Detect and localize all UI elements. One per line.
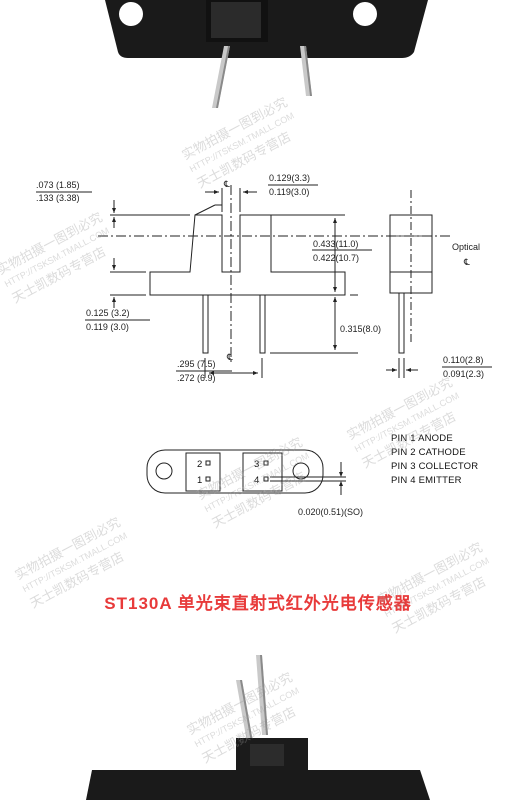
dim-pad: 0.020(0.51)(SO) xyxy=(298,507,363,517)
optical-label: Optical xyxy=(452,242,480,252)
dim-slot-a: 0.129(3.3) xyxy=(269,173,310,183)
pin-digit-3: 3 xyxy=(254,459,259,470)
dimension-labels: .073 (1.85) .133 (3.38) 0.129(3.3) 0.119… xyxy=(36,173,484,383)
pin-digit-4: 4 xyxy=(254,475,259,486)
side-view-drawing xyxy=(36,184,492,378)
dim-body-height-a: 0.433(11.0) xyxy=(313,239,358,249)
product-photo-top xyxy=(105,0,428,108)
dim-lead-length: 0.315(8.0) xyxy=(340,324,381,334)
product-caption: ST130A 单光束直射式红外光电传感器 xyxy=(104,593,411,613)
pin-3-label: PIN 3 COLLECTOR xyxy=(391,461,478,472)
dim-base-b: 0.119 (3.0) xyxy=(86,322,129,332)
product-photo-bottom xyxy=(86,655,430,800)
pin-4-label: PIN 4 EMITTER xyxy=(391,475,462,486)
dim-lead-width-b: 0.091(2.3) xyxy=(443,369,484,379)
pin-legend: PIN 1 ANODE PIN 2 CATHODE PIN 3 COLLECTO… xyxy=(391,433,478,486)
pin-2-label: PIN 2 CATHODE xyxy=(391,447,466,458)
pin-digit-1: 1 xyxy=(197,475,202,486)
dim-lead-width-a: 0.110(2.8) xyxy=(443,355,483,365)
pinout-top-view xyxy=(146,449,346,495)
dim-slot-b: 0.119(3.0) xyxy=(269,187,309,197)
pin-1-label: PIN 1 ANODE xyxy=(391,433,453,444)
dim-body-height-b: 0.422(10.7) xyxy=(313,253,359,263)
dim-pitch-b: .272 (6.9) xyxy=(177,373,216,383)
end-view-drawing xyxy=(386,190,433,378)
dim-pitch-a: .295 (7.5) xyxy=(177,359,216,369)
dim-base-a: 0.125 (3.2) xyxy=(86,308,130,318)
side-centerline-symbol: ℄ xyxy=(223,179,230,189)
pin-numbers: 2 1 3 4 xyxy=(197,459,259,486)
optical-centerline-symbol: ℄ xyxy=(463,257,470,267)
dim-top-left-b: .133 (3.38) xyxy=(36,193,80,203)
pin-digit-2: 2 xyxy=(197,459,202,470)
dim-top-left-a: .073 (1.85) xyxy=(36,180,80,190)
pitch-centerline-symbol: ℄ xyxy=(226,352,233,362)
